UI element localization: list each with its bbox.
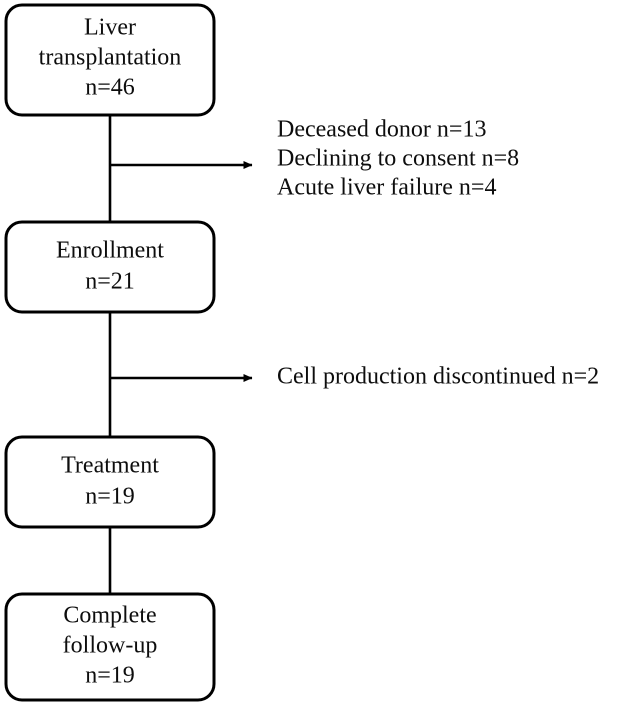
node-liver-transplantation[interactable] [4, 3, 216, 117]
node-complete-follow-up[interactable] [4, 592, 216, 702]
node-complete-follow-up-line-3: n=19 [85, 663, 135, 689]
node-treatment-line-2: n=19 [85, 484, 135, 510]
node-enrollment-line-1: Enrollment [56, 238, 164, 264]
exclusion-1-line-3: Acute liver failure n=4 [277, 175, 496, 201]
node-complete-follow-up-line-1: Complete [63, 603, 156, 629]
exclusion-1-line-1: Deceased donor n=13 [277, 117, 486, 143]
exclusion-1-line-2: Declining to consent n=8 [277, 146, 519, 172]
node-enrollment[interactable] [4, 220, 216, 314]
node-treatment[interactable] [4, 435, 216, 529]
node-liver-transplantation-line-3: n=46 [85, 75, 135, 101]
node-complete-follow-up-line-2: follow-up [63, 633, 158, 659]
node-liver-transplantation-line-2: transplantation [39, 45, 182, 71]
node-enrollment-line-2: n=21 [85, 269, 135, 295]
node-treatment-line-1: Treatment [61, 453, 159, 479]
node-liver-transplantation-line-1: Liver [84, 15, 136, 41]
exclusion-2-line-1: Cell production discontinued n=2 [277, 364, 599, 390]
